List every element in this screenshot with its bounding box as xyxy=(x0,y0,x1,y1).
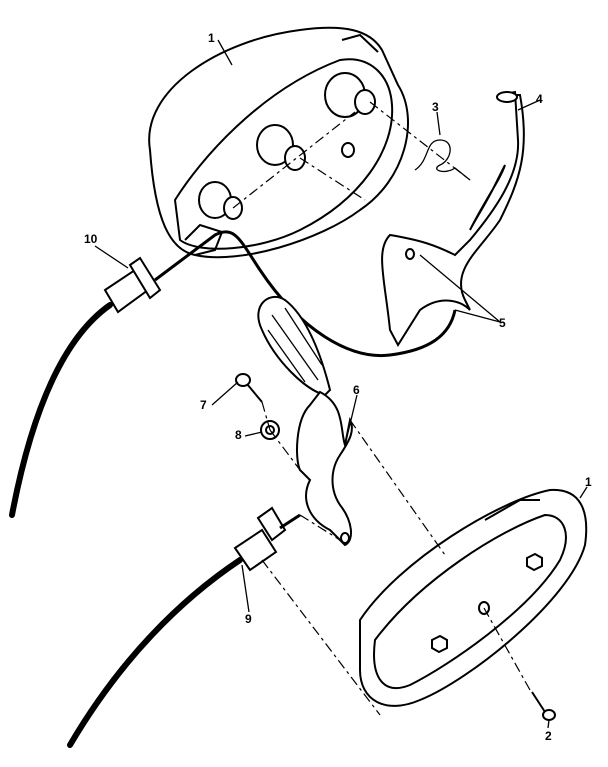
lower-housing xyxy=(359,488,588,707)
callout-5: 5 xyxy=(499,316,506,330)
boss-1 xyxy=(324,72,376,118)
spring xyxy=(414,139,471,181)
lower-cable xyxy=(67,506,301,748)
callout-1-lower: 1 xyxy=(585,475,592,489)
callout-3: 3 xyxy=(432,100,439,114)
bolt xyxy=(235,373,263,403)
callout-1-upper: 1 xyxy=(208,31,215,45)
boss-3 xyxy=(198,181,243,220)
boss-2 xyxy=(256,124,306,171)
upper-housing xyxy=(148,26,410,259)
upper-cable xyxy=(9,230,457,518)
callout-6: 6 xyxy=(353,383,360,397)
callout-7: 7 xyxy=(200,398,207,412)
lever xyxy=(381,90,525,347)
callout-4: 4 xyxy=(536,92,543,106)
screw xyxy=(531,691,556,721)
callout-9: 9 xyxy=(245,612,252,626)
callout-8: 8 xyxy=(235,428,242,442)
callout-10: 10 xyxy=(84,232,98,246)
callout-2: 2 xyxy=(545,729,552,743)
